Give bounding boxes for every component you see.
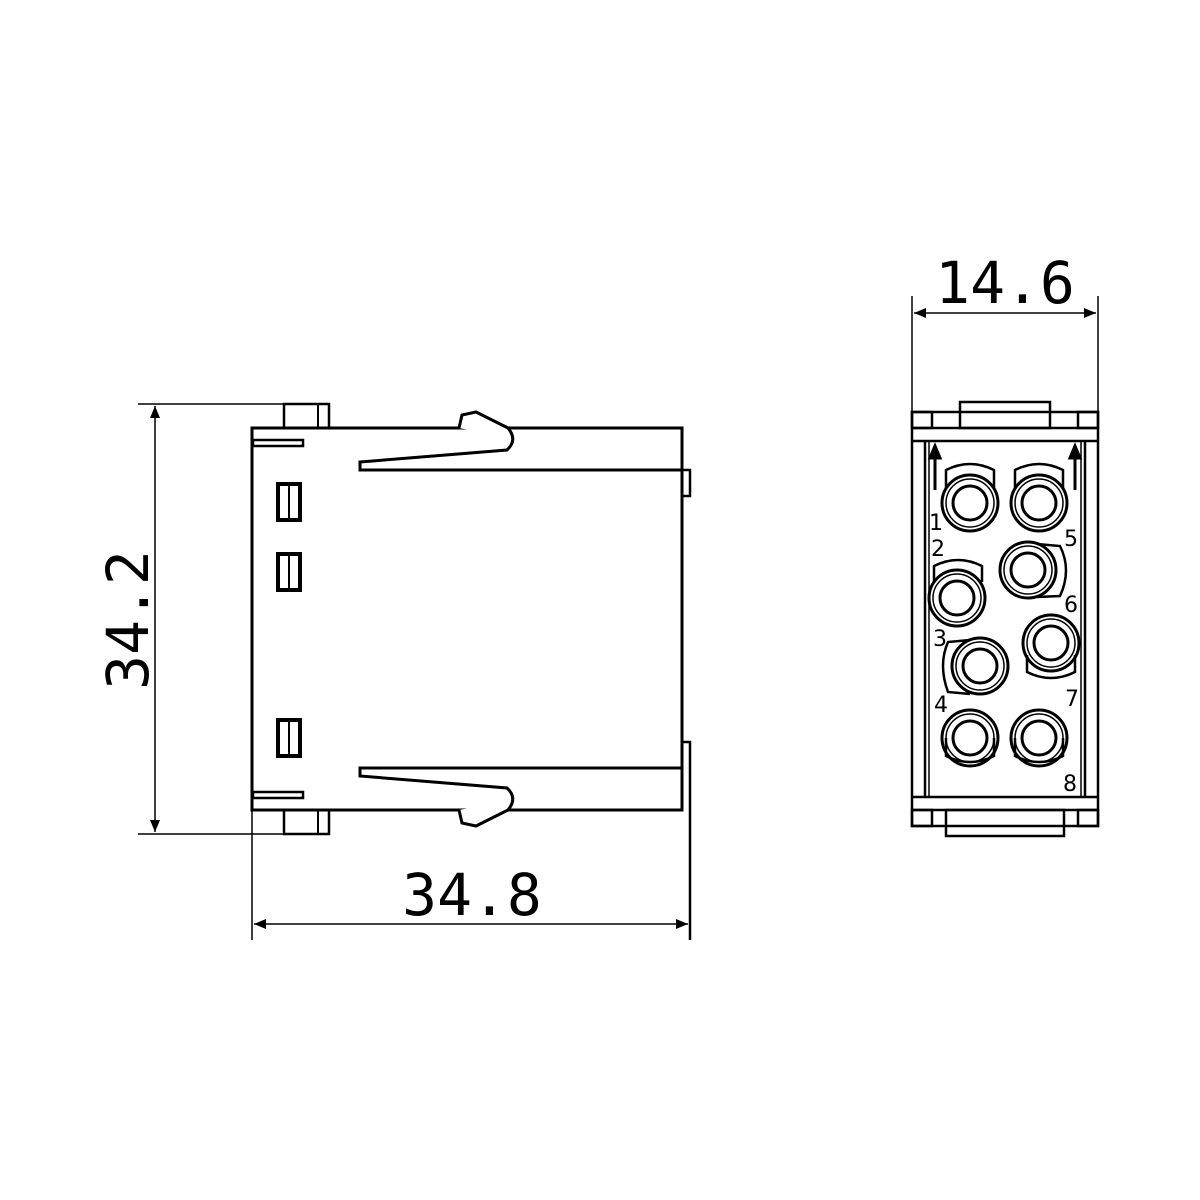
pin-label-4: 4 bbox=[934, 693, 948, 718]
pin-label-5: 5 bbox=[1064, 527, 1078, 552]
window-1 bbox=[276, 482, 302, 522]
pin-label-1: 1 bbox=[929, 511, 943, 536]
width-dimension bbox=[251, 810, 688, 940]
pin-5-contact bbox=[1009, 462, 1069, 533]
pin-4-contact bbox=[940, 708, 1000, 768]
width-dimension-label: 34.8 bbox=[402, 861, 542, 929]
front-view bbox=[910, 400, 1100, 838]
pin-2-contact bbox=[927, 558, 987, 628]
pin-3-contact bbox=[941, 636, 1010, 696]
front-width-dimension bbox=[911, 296, 1099, 412]
height-dimension-label: 34.2 bbox=[94, 550, 162, 690]
pin-label-2: 2 bbox=[931, 537, 945, 562]
orientation-arrows bbox=[927, 442, 1083, 490]
front-width-dimension-label: 14.6 bbox=[935, 249, 1075, 317]
pin-contacts bbox=[927, 462, 1081, 768]
pin-label-7: 7 bbox=[1065, 687, 1079, 712]
pin-8-contact bbox=[1009, 708, 1069, 768]
pin-label-3: 3 bbox=[933, 627, 947, 652]
pin-label-6: 6 bbox=[1064, 593, 1078, 618]
pin-6-contact bbox=[998, 540, 1068, 600]
pin-label-8: 8 bbox=[1063, 772, 1077, 797]
pin-1-contact bbox=[940, 462, 1000, 533]
window-2 bbox=[276, 552, 302, 592]
height-dimension bbox=[138, 403, 284, 835]
side-view bbox=[250, 402, 692, 940]
window-3 bbox=[276, 718, 302, 758]
pin-7-contact bbox=[1021, 613, 1081, 680]
